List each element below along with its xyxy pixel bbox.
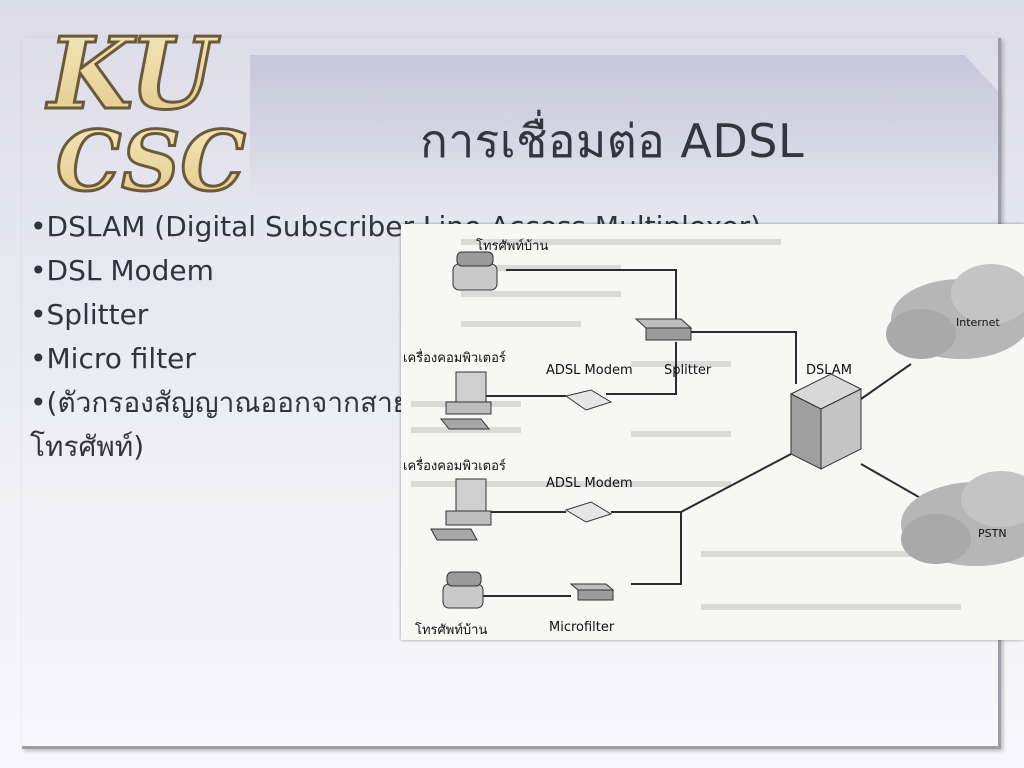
splitter-icon (634, 318, 693, 341)
label-pstn: PSTN (978, 527, 1007, 540)
title-band (250, 55, 1002, 200)
label-computer-2: เครื่องคอมพิวเตอร์ (403, 457, 506, 474)
dslam-icon (789, 373, 863, 470)
bullet-splitter: •Splitter (30, 298, 149, 331)
logo-text-csc: CSC (56, 114, 246, 200)
connection-lines (461, 269, 932, 597)
label-microfilter: Microfilter (549, 620, 615, 635)
phone-bottom-icon (442, 571, 484, 609)
label-internet: Internet (956, 316, 1000, 329)
phone-top-icon (452, 251, 498, 291)
adsl-diagram: โทรศัพท์บ้าน Splitter เครื่องคอมพิวเตอร์… (401, 224, 1024, 640)
label-modem-2: ADSL Modem (546, 476, 633, 491)
pstn-cloud-icon (901, 471, 1024, 566)
computer-2-icon (430, 478, 492, 541)
label-splitter: Splitter (664, 363, 712, 378)
label-phone-bottom: โทรศัพท์บ้าน (415, 622, 487, 638)
computer-1-icon (439, 371, 492, 430)
bullet-list: •DSLAM (Digital Subscriber Line Access M… (30, 205, 850, 469)
modem-2-icon (564, 501, 613, 523)
label-modem-1: ADSL Modem (546, 363, 633, 378)
page-title: การเชื่อมต่อ ADSL (420, 114, 805, 168)
bullet-filter-description: •(ตัวกรองสัญญาณออกจากสายโทรศัพท์) (30, 386, 410, 463)
bullet-dsl-modem: •DSL Modem (30, 254, 214, 287)
label-dslam: DSLAM (806, 363, 852, 378)
label-computer-1: เครื่องคอมพิวเตอร์ (403, 349, 506, 366)
label-phone-top: โทรศัพท์บ้าน (476, 238, 548, 254)
bullet-micro-filter: •Micro filter (30, 342, 196, 375)
microfilter-icon (569, 583, 615, 601)
logo-text-ku: KU (45, 20, 221, 132)
modem-1-icon (564, 389, 613, 411)
ku-csc-logo: KU CSC (44, 20, 248, 200)
background-scan-text (411, 239, 961, 610)
internet-cloud-icon (886, 264, 1024, 359)
